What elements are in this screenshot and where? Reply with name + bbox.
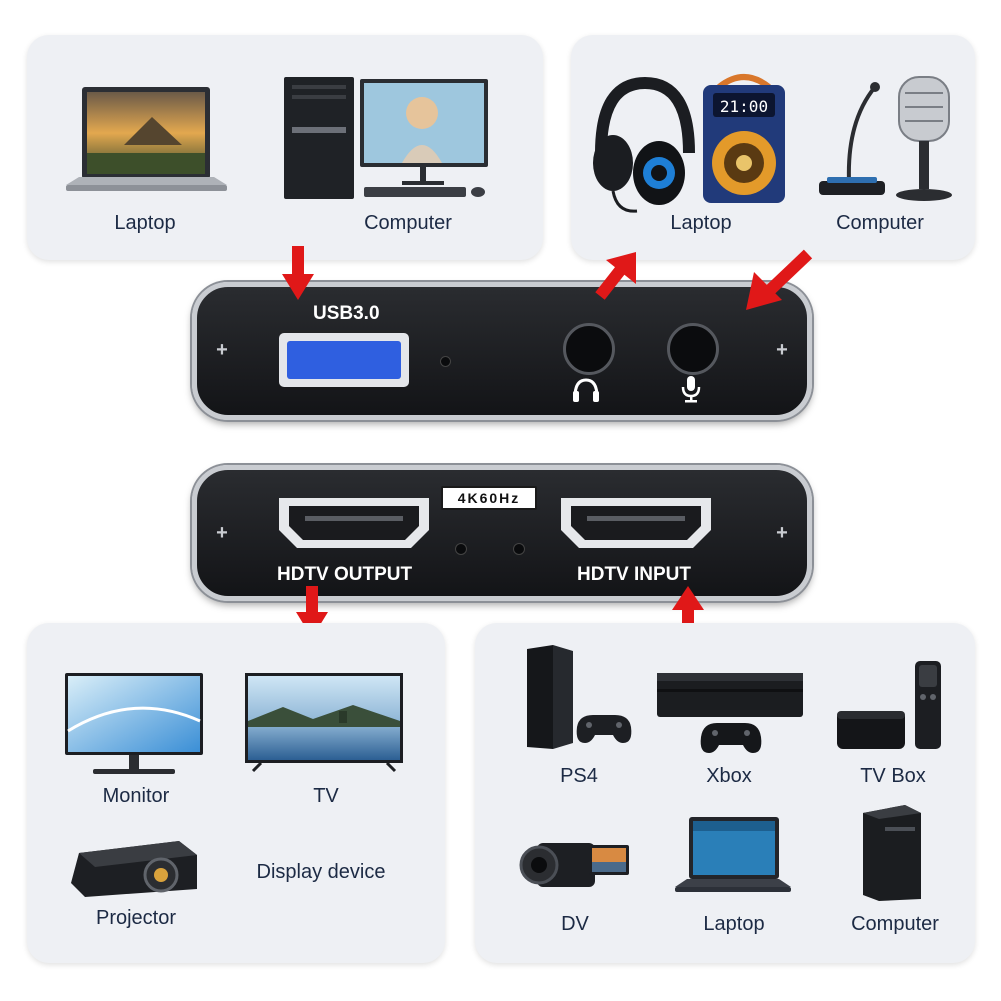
computer-tower-image [859, 803, 925, 903]
ps4-image [523, 643, 635, 753]
input-source-card: PS4 Xbox TV Box DV [475, 623, 975, 963]
xbox-image [655, 667, 805, 755]
clock-digits: 21:00 [720, 97, 768, 116]
led-indicator [513, 543, 525, 555]
microphone-image [891, 73, 957, 205]
hdmi-input-label: HDTV INPUT [577, 564, 691, 585]
screw-icon: + [216, 522, 228, 544]
microphone-icon [680, 375, 702, 403]
tv-box-image [835, 657, 947, 753]
display-device-caption: Display device [256, 861, 386, 883]
item-label: PS4 [560, 765, 598, 787]
item-label: Xbox [706, 765, 752, 787]
camcorder-image [519, 831, 631, 897]
item-label: TV Box [860, 765, 926, 787]
display-card: Monitor TV Display device Projector [27, 623, 445, 963]
item-label: Computer [364, 212, 452, 234]
hdmi-output-port[interactable] [275, 494, 433, 552]
screw-icon: + [776, 522, 788, 544]
item-label: DV [561, 913, 589, 935]
item-label: Laptop [703, 913, 765, 935]
headphone-icon [571, 377, 601, 403]
capture-device-bottom: + + 4K60Hz HDTV OUTPUT HDTV INPUT [192, 465, 812, 601]
item-label: Computer [851, 913, 939, 935]
usb-port[interactable] [279, 333, 409, 387]
capture-device-top: + + USB3.0 [192, 282, 812, 420]
item-label: TV [313, 785, 339, 807]
item-label: Monitor [102, 785, 170, 807]
headphone-jack[interactable] [563, 323, 615, 375]
screw-icon: + [776, 339, 788, 361]
item-label: Projector [95, 907, 177, 929]
item-label: Laptop [670, 212, 732, 234]
computer-image [282, 75, 492, 203]
tv-image [243, 671, 405, 773]
arrow-down-left-icon [744, 248, 814, 312]
hdmi-input-port[interactable] [557, 494, 715, 552]
microphone-jack[interactable] [667, 323, 719, 375]
item-label: Computer [836, 212, 924, 234]
speaker-image: 21:00 [699, 67, 789, 207]
led-indicator [455, 543, 467, 555]
microphone-stand-image [817, 81, 887, 205]
screw-icon: + [216, 339, 228, 361]
source-card: Laptop Computer [27, 35, 543, 260]
headphones-image [587, 73, 697, 213]
usb-port-label: USB3.0 [313, 303, 380, 324]
projector-image [69, 833, 201, 903]
laptop-image [64, 85, 229, 203]
resolution-badge: 4K60Hz [441, 486, 537, 510]
led-indicator [440, 356, 451, 367]
hdmi-output-label: HDTV OUTPUT [277, 564, 413, 585]
laptop-image [673, 815, 793, 899]
arrow-up-right-icon [590, 250, 640, 300]
audio-card: 21:00 Laptop Computer [571, 35, 975, 260]
item-label: Laptop [114, 212, 176, 234]
arrow-down-icon [282, 246, 314, 300]
monitor-image [63, 671, 205, 777]
